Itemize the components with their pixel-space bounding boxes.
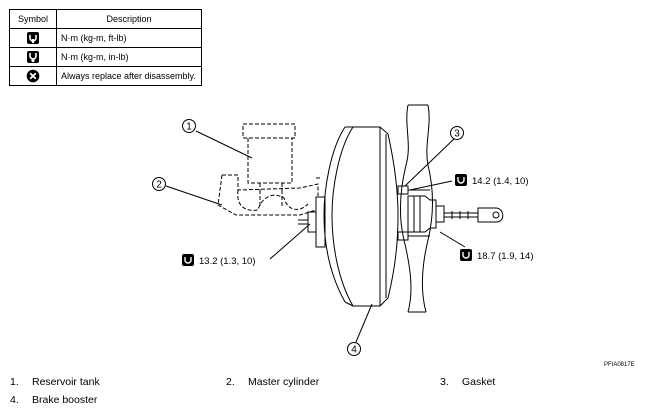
torque-wrench-icon: [27, 32, 39, 44]
legend-row: Always replace after disassembly.: [9, 66, 202, 86]
symbol-legend-table: Symbol Description N·m (kg-m, ft-lb) N·m…: [9, 9, 202, 86]
figure-id: PFIA0817E: [604, 362, 635, 368]
svg-text:18.7 (1.9, 14): 18.7 (1.9, 14): [477, 251, 534, 262]
master-cylinder: [217, 174, 322, 216]
part-name: Master cylinder: [248, 376, 320, 388]
part-item: 3. Gasket: [440, 376, 495, 388]
svg-text:2: 2: [156, 180, 162, 191]
part-number: 1.: [10, 376, 19, 388]
part-name: Gasket: [462, 376, 496, 388]
torque-wrench-small-icon: [27, 51, 39, 63]
replace-part-icon: [26, 69, 40, 83]
torque-leader-master: [269, 223, 311, 260]
part-number: 3.: [440, 376, 449, 388]
part-item: 1. Reservoir tank: [10, 376, 100, 388]
torque-leader-lower: [439, 231, 466, 248]
part-name: Brake booster: [32, 394, 98, 406]
callout-1: 1: [182, 119, 196, 133]
part-item: 2. Master cylinder: [226, 376, 319, 388]
torque-label-booster-lower: 18.7 (1.9, 14): [460, 249, 534, 262]
dash-panel-right-edge: [421, 104, 433, 313]
torque-label-master-cylinder: 13.2 (1.3, 10): [182, 254, 256, 267]
torque-label-booster-upper: 14.2 (1.4, 10): [455, 174, 529, 187]
callout-2: 2: [152, 177, 166, 191]
callout-4: 4: [347, 342, 361, 356]
svg-text:4: 4: [351, 345, 357, 356]
part-name: Reservoir tank: [32, 376, 100, 388]
legend-row: N·m (kg-m, in-lb): [9, 47, 202, 67]
dash-panel-left-edge: [399, 104, 412, 313]
callout-1-leader: [195, 130, 253, 159]
svg-text:14.2 (1.4, 10): 14.2 (1.4, 10): [472, 176, 529, 187]
part-item: 4. Brake booster: [10, 394, 97, 406]
legend-header-row: Symbol Description: [9, 9, 202, 29]
svg-text:1: 1: [186, 122, 192, 133]
callout-4-leader: [355, 303, 373, 343]
part-number: 4.: [10, 394, 19, 406]
svg-text:13.2 (1.3, 10): 13.2 (1.3, 10): [199, 256, 256, 267]
torque-leader-upper: [409, 180, 453, 191]
reservoir-tank: [242, 123, 296, 190]
legend-description: Always replace after disassembly.: [56, 66, 202, 86]
callout-3: 3: [450, 126, 464, 140]
callout-2-leader: [165, 185, 223, 206]
svg-text:3: 3: [454, 129, 460, 140]
brake-booster: [298, 126, 399, 307]
callout-3-leader: [404, 136, 457, 187]
part-number: 2.: [226, 376, 235, 388]
booster-rear-fittings: [397, 185, 504, 241]
